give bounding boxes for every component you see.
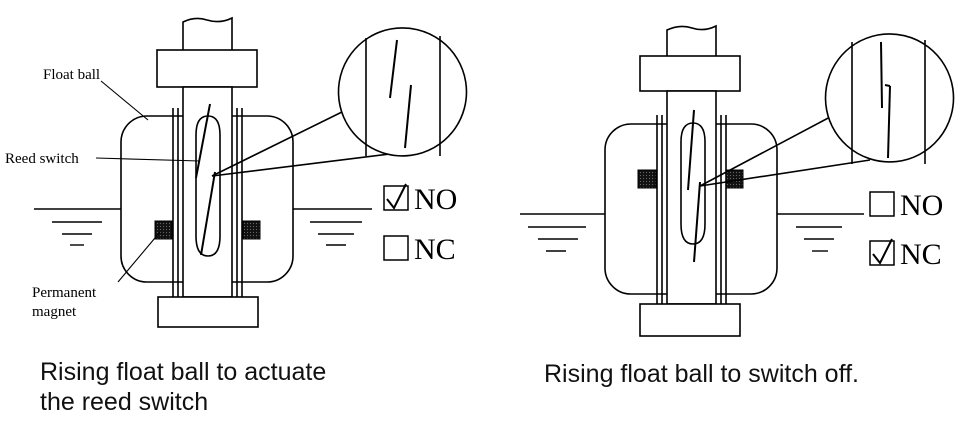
left-nc-checkbox	[383, 235, 409, 261]
left-water-level	[34, 208, 372, 246]
left-no-checkmark	[386, 183, 407, 210]
left-caption: Rising float ball to actuate the reed sw…	[40, 357, 420, 417]
right-nc-label: NC	[900, 238, 942, 271]
right-nc-checkmark	[872, 238, 893, 265]
left-rod-top	[182, 16, 233, 50]
right-zoom-callout	[699, 33, 955, 187]
right-stem-guides	[656, 115, 727, 304]
left-no-label: NO	[414, 183, 457, 216]
right-nc-checkbox	[869, 240, 895, 266]
left-magnet-right	[242, 220, 261, 240]
permanent-magnet-label-line2: magnet	[32, 304, 77, 320]
left-nc-label: NC	[414, 233, 456, 266]
left-assembly	[34, 16, 468, 328]
left-upper-cap	[156, 49, 258, 88]
right-option-no: NO	[869, 189, 943, 222]
left-zoom-callout	[211, 27, 468, 177]
left-magnet-left	[154, 220, 173, 240]
right-reed-contacts	[687, 109, 701, 263]
left-no-checkbox	[383, 185, 409, 211]
right-caption-text: Rising float ball to switch off.	[544, 360, 859, 388]
right-no-checkbox	[869, 191, 895, 217]
right-glass-capsule	[680, 122, 706, 245]
reed-switch-label: Reed switch	[5, 151, 79, 167]
left-caption-line1: Rising float ball to actuate	[40, 358, 327, 386]
left-option-nc: NC	[383, 233, 456, 266]
float-ball-label: Float ball	[43, 67, 100, 83]
right-water-level	[520, 213, 864, 252]
permanent-magnet-label-line1: Permanent	[32, 285, 97, 301]
right-rod-top	[666, 24, 717, 56]
right-bottom-plate	[639, 303, 741, 337]
right-magnet-right	[725, 169, 744, 189]
right-assembly	[520, 24, 955, 337]
right-upper-cap	[639, 55, 741, 92]
left-glass-capsule	[195, 115, 221, 257]
left-stem-guides	[172, 108, 243, 297]
left-reed-contacts	[195, 103, 216, 256]
left-option-no: NO	[383, 183, 457, 216]
right-option-nc: NC	[869, 238, 942, 271]
left-leader-lines	[95, 80, 201, 283]
right-caption: Rising float ball to switch off.	[544, 359, 944, 389]
left-bottom-plate	[157, 296, 259, 328]
right-magnet-left	[637, 169, 657, 189]
right-no-label: NO	[900, 189, 943, 222]
left-caption-line2: the reed switch	[40, 388, 209, 416]
